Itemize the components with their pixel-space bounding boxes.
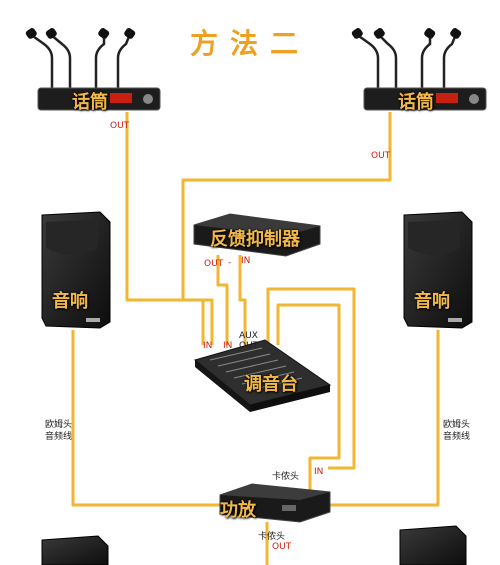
speaker-bottom-right-device: [399, 525, 467, 565]
mic-right-device: [351, 28, 487, 111]
cable-group: [71, 112, 440, 565]
mixer-aux-out-port: OUT: [239, 341, 259, 351]
mixer-in-port-2: IN: [223, 341, 233, 351]
amp-out-port: OUT: [272, 542, 292, 552]
speaker-left-label: 音响: [52, 291, 88, 312]
mic-right-label: 话筒: [398, 92, 434, 113]
ohm-cable-right-label: 欧姆头 音频线: [443, 420, 471, 442]
cable-mic-right-to-mixer: [181, 112, 392, 345]
cable-amp-to-speaker-right: [328, 330, 440, 507]
mixer-aux-port: AUX: [239, 331, 258, 341]
feedback-suppressor-device: [193, 213, 321, 257]
cable-mixer-to-amp-2: [276, 303, 341, 490]
canon-cable-top-label: 卡侬头: [272, 472, 300, 482]
amp-in-port: IN: [314, 467, 324, 477]
fs-in-port: IN: [241, 256, 251, 266]
cable-mixer-aux-to-fs-in: [238, 255, 247, 345]
cable-mic-left-to-mixer: [125, 112, 205, 345]
page-title: 方法二: [189, 27, 310, 60]
speaker-right-label: 音响: [414, 291, 450, 312]
mixer-in-port-1: IN: [203, 341, 213, 351]
amplifier-device: [219, 483, 331, 523]
feedback-suppressor-label: 反馈抑制器: [210, 229, 300, 250]
fs-dash: -: [228, 258, 232, 268]
speaker-bottom-left-device: [41, 535, 109, 565]
mic-left-out-port: OUT: [110, 121, 130, 131]
speaker-left-device: [41, 211, 111, 329]
ohm-cable-left-label: 欧姆头 音频线: [45, 420, 73, 442]
mixer-label: 调音台: [244, 374, 298, 395]
cable-amp-to-speaker-left: [71, 330, 220, 507]
cable-mixer-to-amp-1: [266, 287, 356, 470]
mixer-device: [193, 339, 332, 412]
mic-left-label: 话筒: [72, 92, 108, 113]
speaker-right-device: [403, 211, 473, 329]
mic-right-out-port: OUT: [371, 151, 391, 161]
fs-out-port: OUT: [204, 259, 224, 269]
mic-left-device: [25, 28, 161, 111]
canon-cable-bottom-label: 卡侬头: [258, 532, 286, 542]
amplifier-label: 功放: [220, 500, 256, 521]
cable-fs-out-to-mixer: [216, 255, 229, 345]
